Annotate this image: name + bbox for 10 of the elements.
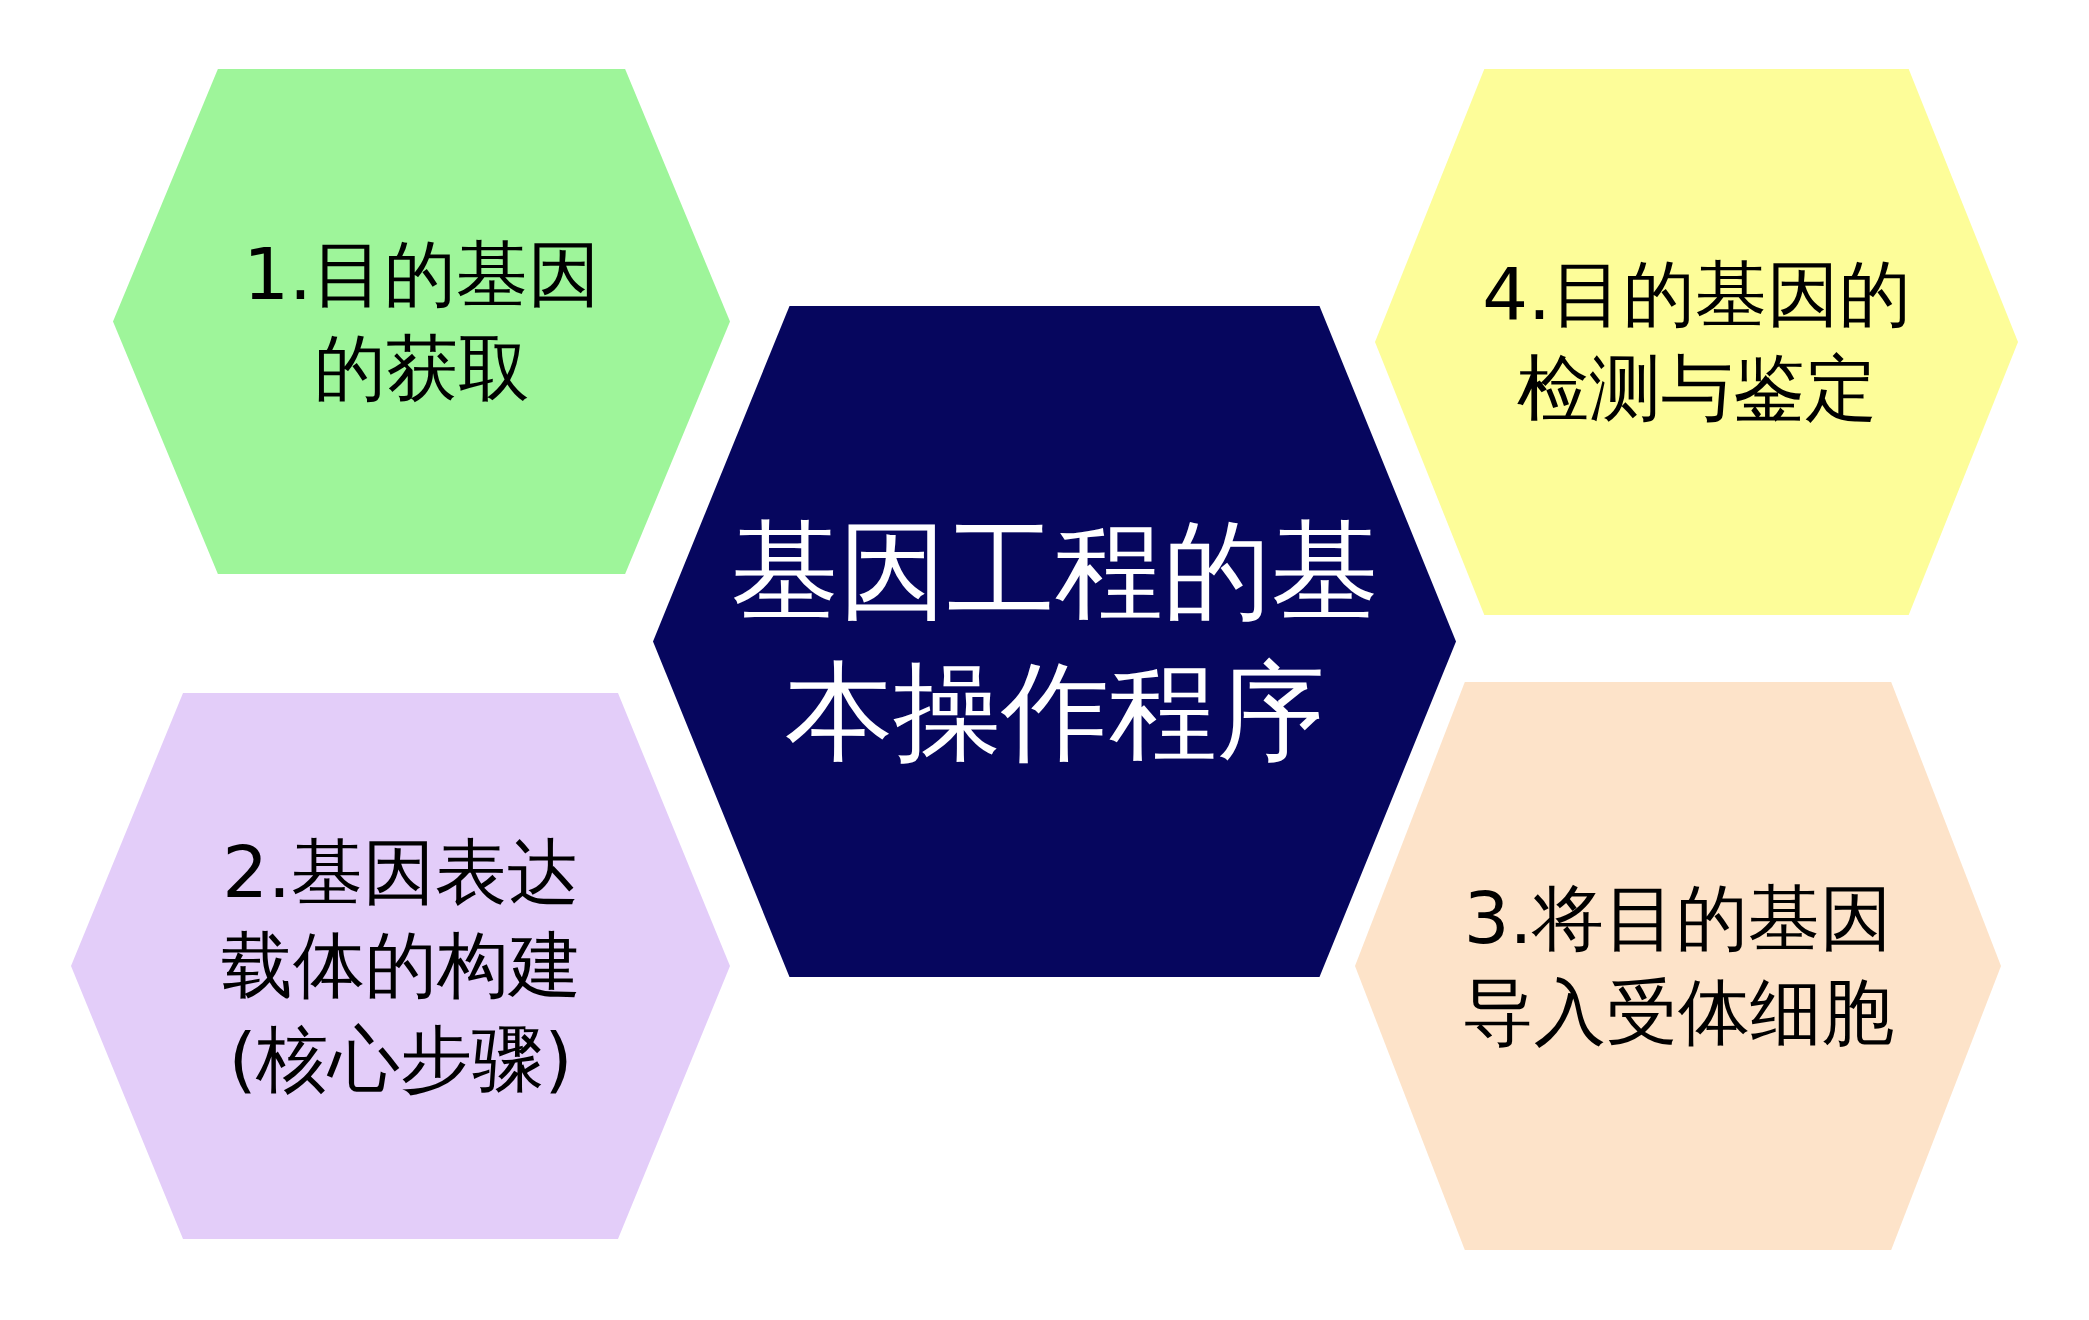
node-text: 3.将目的基因导入受体细胞: [1461, 875, 1895, 1056]
hexagon-node: [653, 306, 1456, 977]
hexagon-node: [1355, 682, 2001, 1250]
node-text: 4.目的基因的检测与鉴定: [1481, 251, 1912, 432]
node-text: 基因工程的基本操作程序: [729, 507, 1380, 776]
hexagon-node: [113, 69, 730, 574]
hexagon-node: [71, 693, 730, 1239]
hexagon-node: [1375, 69, 2018, 615]
node-text: 1.目的基因的获取: [242, 230, 601, 412]
node-text: 2.基因表达载体的构建(核心步骤): [219, 828, 582, 1103]
